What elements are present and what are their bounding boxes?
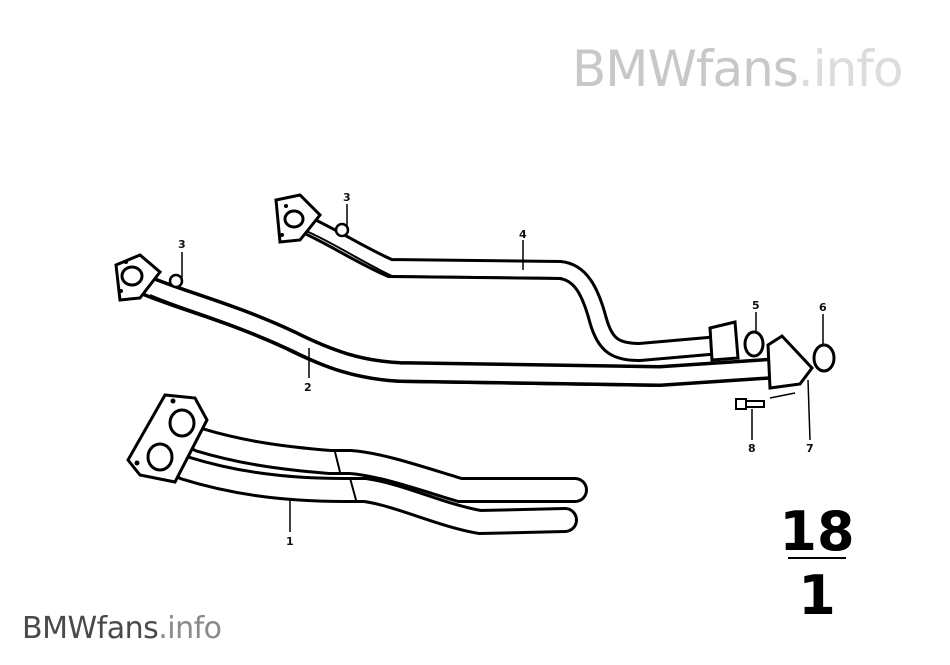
watermark-bottom: BMWfans.info bbox=[22, 614, 222, 644]
footer-suffix: .info bbox=[158, 611, 222, 646]
gasket-6 bbox=[812, 343, 836, 373]
callout-4: 4 bbox=[519, 228, 527, 241]
page-reference: 18 1 bbox=[779, 500, 854, 627]
callout-3b: 3 bbox=[343, 191, 351, 204]
watermark-top: BMWfans.info bbox=[572, 44, 904, 94]
front-pipe-4 bbox=[274, 193, 740, 363]
footer-brand: BMWfans bbox=[22, 611, 159, 646]
gasket-5 bbox=[743, 330, 765, 358]
leader-lines bbox=[181, 204, 824, 532]
nut-3a bbox=[168, 273, 184, 289]
callout-7: 7 bbox=[806, 442, 814, 455]
page-sheet-number: 1 bbox=[798, 564, 836, 627]
callout-8: 8 bbox=[748, 442, 756, 455]
callout-1: 1 bbox=[286, 535, 294, 548]
page-group-number: 18 bbox=[779, 500, 854, 563]
callout-2: 2 bbox=[304, 381, 312, 394]
callout-3a: 3 bbox=[178, 238, 186, 251]
callout-5: 5 bbox=[752, 299, 760, 312]
watermark-suffix: .info bbox=[797, 40, 904, 98]
bolt-8 bbox=[735, 398, 765, 410]
nut-3b bbox=[334, 222, 350, 238]
front-pipe-2 bbox=[114, 253, 814, 390]
callout-6: 6 bbox=[819, 301, 827, 314]
front-pipe-1 bbox=[126, 393, 588, 536]
watermark-brand: BMWfans bbox=[572, 40, 799, 98]
